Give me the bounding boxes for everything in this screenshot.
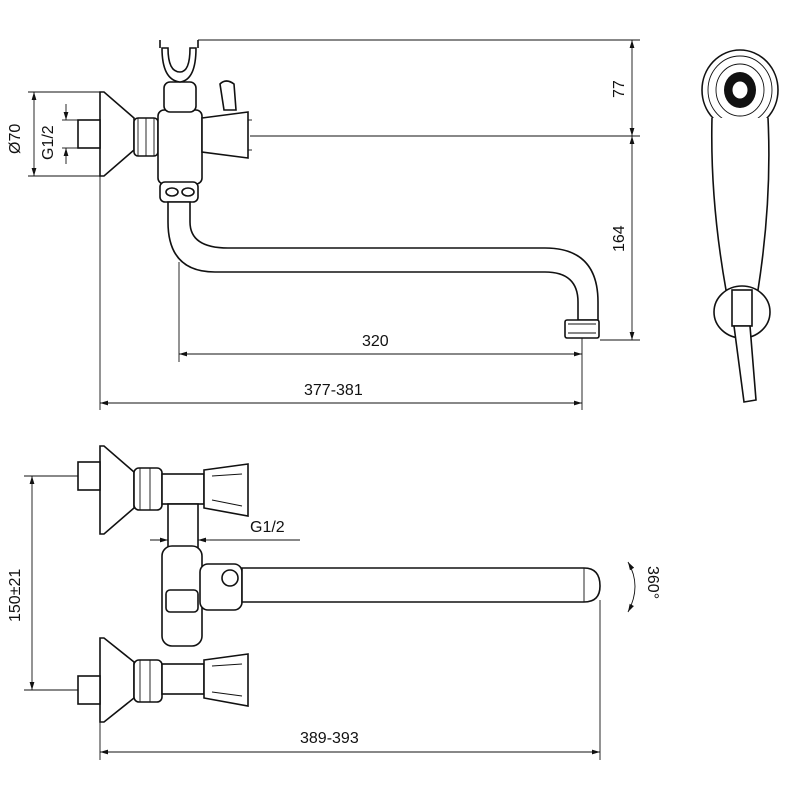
plan-view: G1/2 150±21 389-393 360°	[7, 445, 661, 760]
dimension-lines-top	[28, 39, 640, 410]
dim-total-length-top: 377-381	[304, 382, 363, 399]
swivel-spout	[167, 201, 600, 339]
side-view: Ø70 G1/2 77 164 320 377-381	[7, 39, 779, 410]
dim-total-length-bottom: 389-393	[300, 730, 359, 747]
lower-valve	[77, 637, 249, 723]
mixer-body	[157, 40, 252, 203]
hand-shower	[701, 49, 779, 403]
dim-height-handshower: 77	[611, 80, 628, 98]
spout-plan	[241, 567, 601, 603]
center-body	[161, 503, 243, 647]
dim-thread-bottom: G1/2	[250, 519, 285, 536]
wall-flange	[77, 91, 159, 177]
upper-valve	[77, 445, 249, 535]
dim-spout-projection: 320	[362, 333, 389, 350]
dim-rotation: 360°	[644, 566, 661, 599]
dim-center-distance: 150±21	[7, 569, 24, 622]
dim-diameter-flange: Ø70	[7, 124, 24, 154]
dimension-lines-bottom	[24, 475, 601, 760]
rotation-arrow	[627, 561, 636, 613]
dim-thread-top: G1/2	[40, 125, 57, 160]
dim-height-spout: 164	[611, 225, 628, 252]
